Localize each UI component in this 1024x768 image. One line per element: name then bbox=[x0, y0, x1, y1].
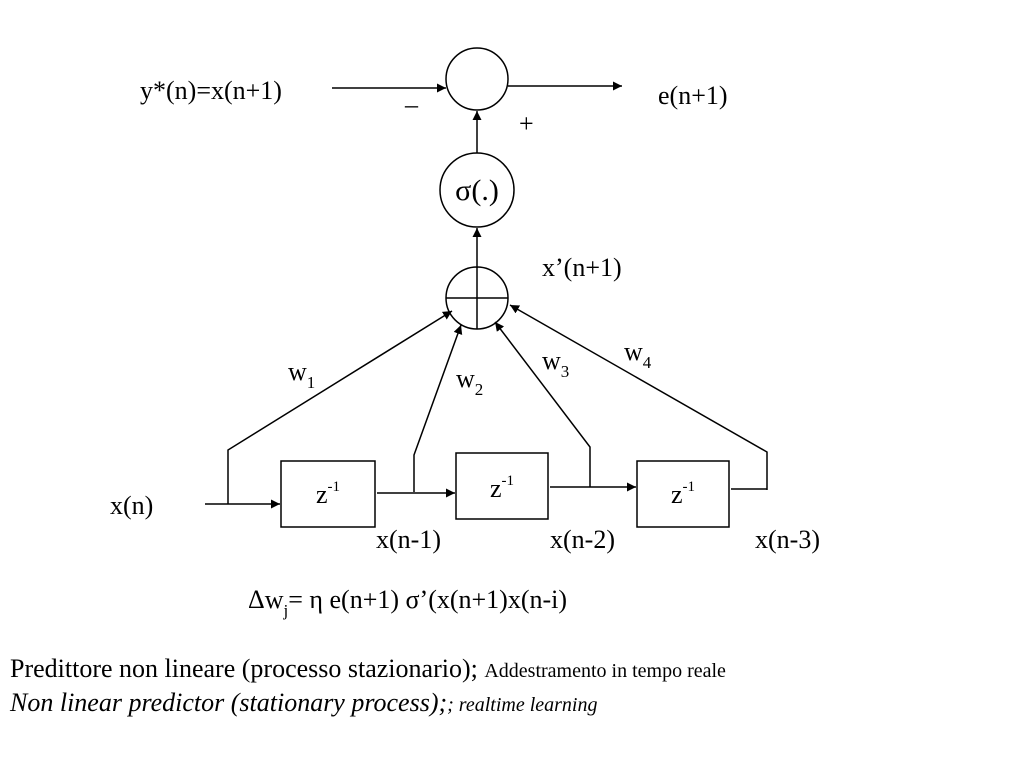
caption-english: Non linear predictor (stationary process… bbox=[10, 686, 597, 722]
weight-label-2: w2 bbox=[456, 364, 483, 399]
sum-output-label: x’(n+1) bbox=[542, 253, 622, 282]
tap-w2-line bbox=[413, 324, 463, 492]
tap-w4-line bbox=[509, 304, 768, 490]
weight-label-4: w4 bbox=[624, 337, 652, 372]
activation-label: σ(.) bbox=[455, 174, 499, 207]
tap-label-1: x(n-1) bbox=[376, 525, 441, 554]
activation-node bbox=[439, 152, 515, 228]
caption-italian: Predittore non lineare (processo stazion… bbox=[10, 652, 726, 688]
plus-sign: + bbox=[519, 109, 534, 138]
caption-italian-small: Addestramento in tempo reale bbox=[484, 660, 726, 682]
caption-english-main: Non linear predictor (stationary process… bbox=[10, 688, 448, 717]
error-label: e(n+1) bbox=[658, 81, 728, 110]
caption-italian-main: Predittore non lineare (processo stazion… bbox=[10, 654, 485, 683]
caption-english-small: ; realtime learning bbox=[447, 694, 598, 716]
tap-label-2: x(n-2) bbox=[550, 525, 615, 554]
tap-w1-line bbox=[227, 310, 453, 504]
comparator-node bbox=[445, 47, 509, 111]
target-label: y*(n)=x(n+1) bbox=[140, 76, 282, 105]
input-label: x(n) bbox=[110, 491, 153, 520]
tap-w3-line bbox=[494, 321, 591, 487]
weight-label-3: w3 bbox=[542, 346, 569, 381]
tap-label-3: x(n-3) bbox=[755, 525, 820, 554]
delay-label-3: z-1 bbox=[671, 479, 695, 509]
minus-sign: – bbox=[404, 90, 419, 119]
weight-label-1: w1 bbox=[288, 357, 315, 392]
delay-box-3 bbox=[636, 460, 730, 528]
delay-box-2 bbox=[455, 452, 549, 520]
delay-label-1: z-1 bbox=[316, 479, 340, 509]
delay-label-2: z-1 bbox=[490, 473, 514, 503]
delay-box-1 bbox=[280, 460, 376, 528]
update-rule: Δwj= η e(n+1) σ’(x(n+1)x(n-i) bbox=[248, 585, 567, 620]
